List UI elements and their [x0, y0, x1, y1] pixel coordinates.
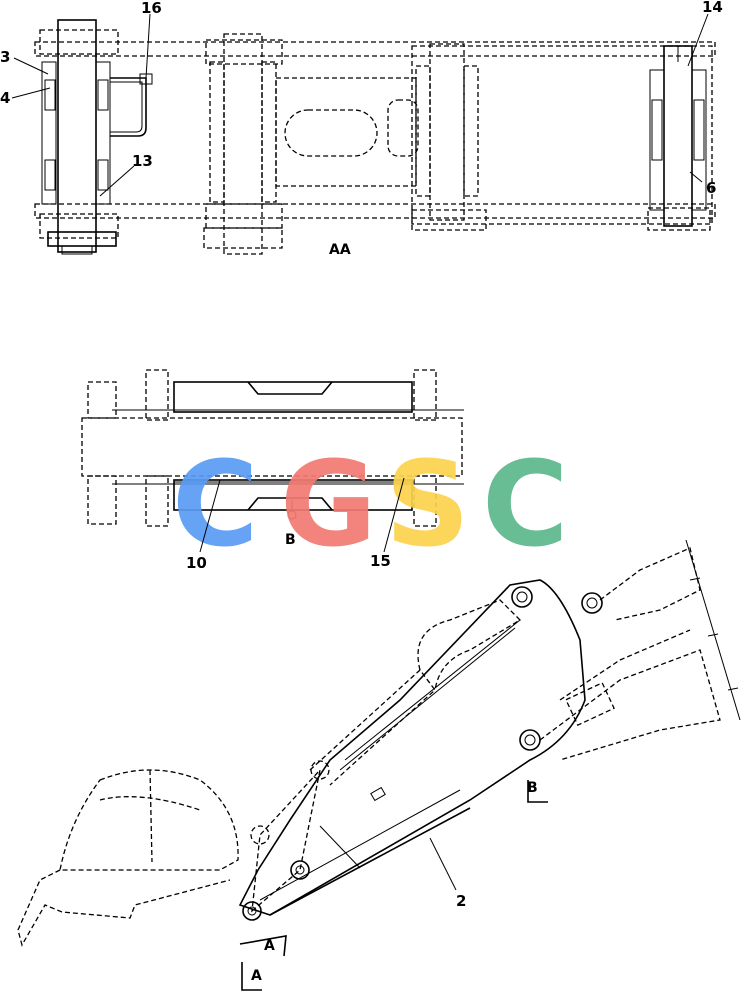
part-label-10: 10 [186, 554, 207, 572]
section-label-aa: AA [329, 242, 351, 258]
part-labels: 16 3 4 13 14 6 10 15 2 [0, 0, 723, 910]
part-label-3: 3 [0, 48, 10, 66]
section-marker-a-upper: A [264, 938, 275, 954]
watermark-letter-g: G [280, 435, 377, 573]
leader-lines [11, 13, 709, 891]
view-aa: AA [34, 19, 716, 258]
watermark-letter-c1: C [172, 435, 259, 573]
watermark-letter-c2: C [482, 435, 569, 573]
section-markers: B B A A [251, 532, 538, 984]
part-label-2: 2 [456, 892, 466, 910]
part-label-13: 13 [132, 152, 153, 170]
part-label-15: 15 [370, 552, 391, 570]
view-boom-arm [17, 539, 741, 991]
view-middle-section [81, 369, 464, 527]
watermark-letter-s: S [385, 435, 470, 573]
part-label-4: 4 [0, 89, 10, 107]
section-marker-a-lower: A [251, 968, 262, 984]
part-label-14: 14 [702, 0, 723, 16]
part-label-16: 16 [141, 0, 162, 17]
watermark-cgsc: C G S C [172, 435, 569, 573]
section-marker-b-boom: B [527, 780, 538, 796]
section-marker-b-mid: B [285, 532, 296, 548]
part-label-6: 6 [706, 179, 716, 197]
